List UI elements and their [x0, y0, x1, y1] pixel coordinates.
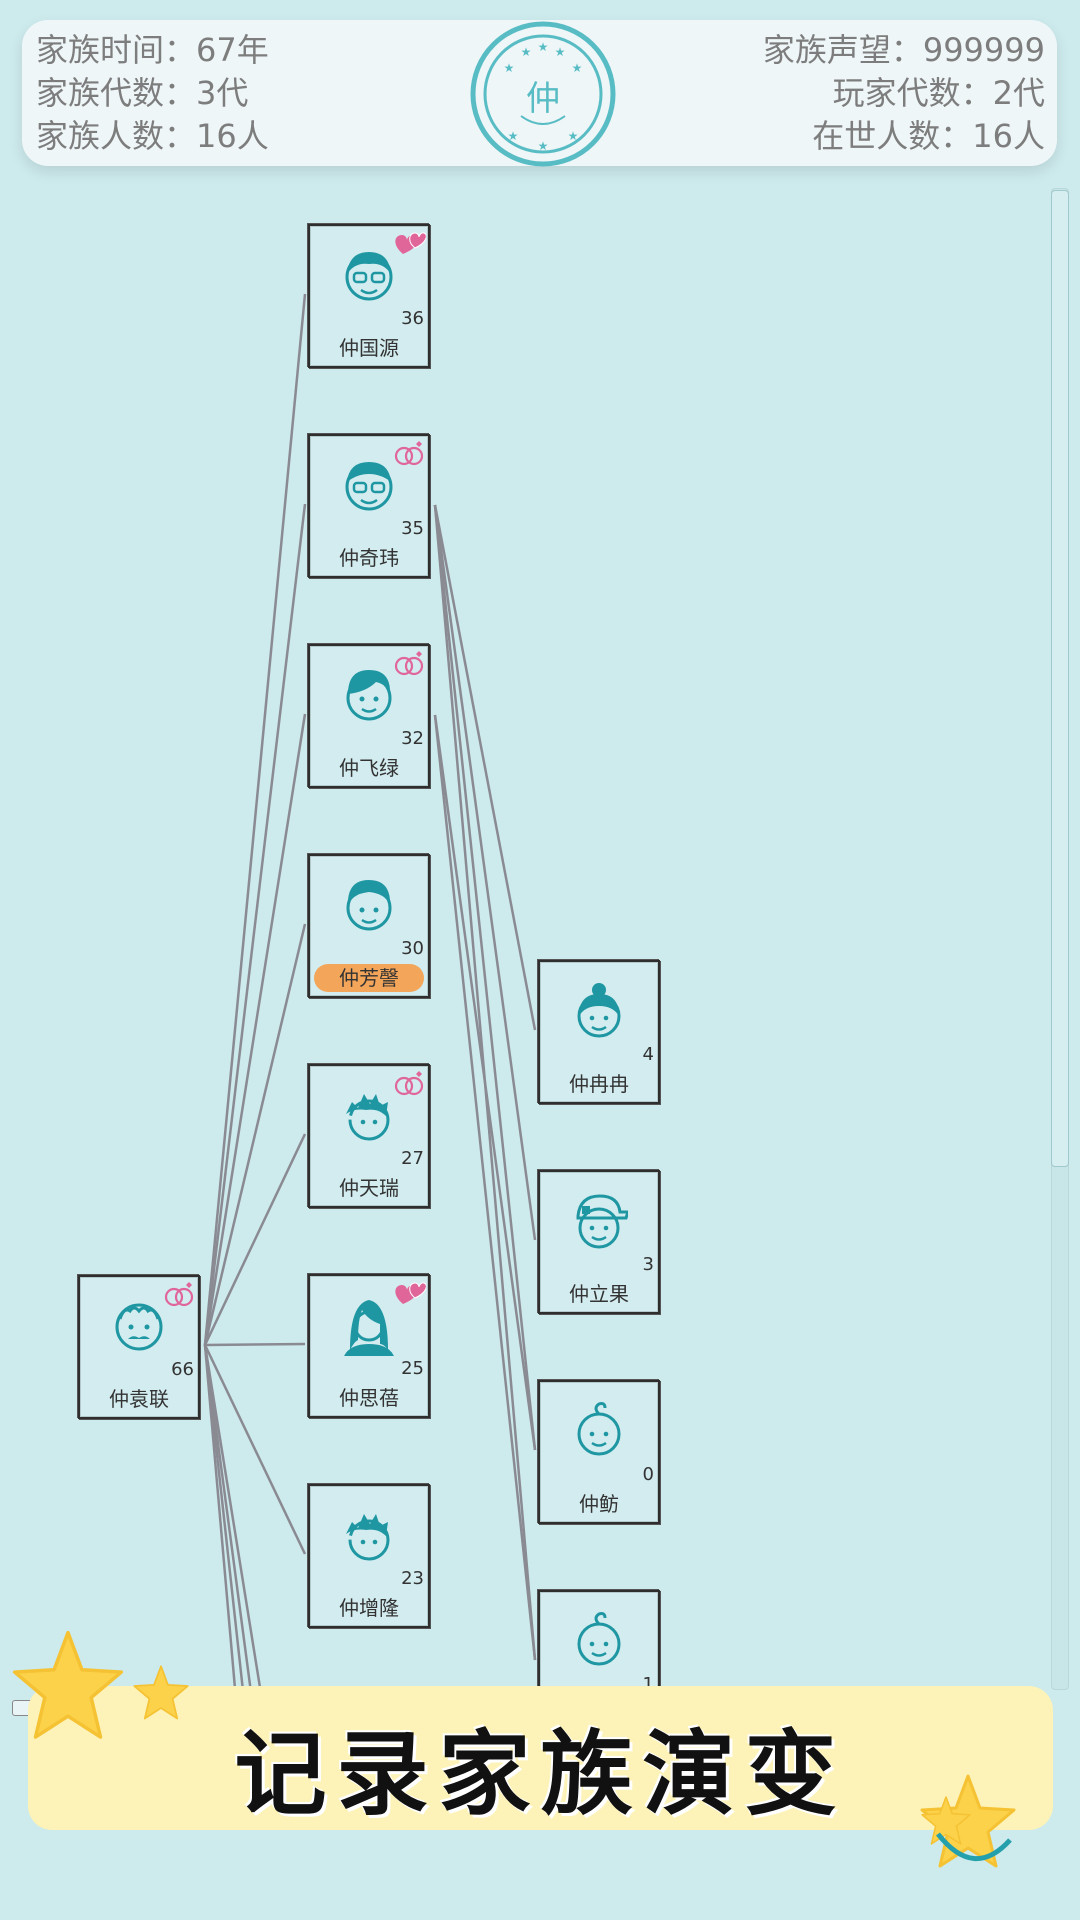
player-generation: 玩家代数：2代: [832, 74, 1045, 112]
parent-child-line: [203, 293, 307, 1346]
member-age: 3: [642, 1254, 654, 1275]
marriage-rings-icon: [394, 441, 424, 466]
family-stats-panel: 家族时间：67年 家族代数：3代 家族人数：16人 家族声望：999999 玩家…: [22, 20, 1057, 168]
parent-child-line: [203, 503, 307, 1346]
member-name: 仲思蓓: [339, 1386, 399, 1410]
family-time: 家族时间：67年: [36, 31, 269, 69]
star-icon: [920, 1774, 1016, 1868]
member-card-child[interactable]: 23 仲增隆: [308, 1484, 430, 1628]
banner-text: 记录家族演变: [234, 1720, 847, 1828]
parent-child-line: [433, 504, 537, 1031]
vertical-scrollbar-thumb[interactable]: [1051, 190, 1069, 1167]
marriage-rings-icon: [394, 651, 424, 676]
parent-child-line: [203, 1344, 307, 1555]
parent-child-line: [433, 714, 537, 1451]
member-age: 1: [642, 1674, 654, 1695]
member-name: 仲增隆: [339, 1596, 399, 1620]
parent-child-line: [433, 504, 537, 1241]
hearts-icon: [395, 1282, 426, 1304]
man-glasses-avatar-icon: [345, 252, 393, 301]
marriage-rings-icon: [164, 1282, 194, 1307]
member-age: 23: [401, 1568, 424, 1589]
member-card-child[interactable]: 30 仲芳謦: [308, 854, 430, 998]
member-age: 4: [642, 1044, 654, 1065]
youth-avatar-icon: [346, 1514, 390, 1561]
member-card-child[interactable]: 25 仲思蓓: [308, 1274, 430, 1418]
star-icon: [12, 1630, 124, 1739]
youth-avatar-icon: [346, 1094, 390, 1141]
living-count: 在世人数：16人: [812, 117, 1045, 155]
svg-text:★: ★: [568, 129, 579, 143]
member-name: 仲冉冉: [569, 1072, 629, 1096]
parent-child-line: [433, 504, 537, 1661]
family-generations: 家族代数：3代: [36, 74, 249, 112]
member-card-child[interactable]: 27 仲天瑞: [308, 1064, 430, 1208]
seal-char: 仲: [526, 79, 560, 119]
member-age: 66: [171, 1359, 194, 1380]
family-seal-icon[interactable]: ★ ★ ★ ★ ★ ★ ★ ★ 仲: [469, 20, 617, 168]
parent-child-line: [203, 1344, 246, 1701]
marriage-rings-icon: [394, 1071, 424, 1096]
member-age: 0: [642, 1464, 654, 1485]
woman-avatar-icon: [346, 880, 392, 931]
star-icon: [133, 1665, 189, 1720]
girl-avatar-icon: [577, 983, 621, 1038]
member-card-child[interactable]: 32 仲飞绿: [308, 644, 430, 788]
member-card-child[interactable]: 35 仲奇玮: [308, 434, 430, 578]
hearts-icon: [395, 232, 426, 254]
svg-text:★: ★: [508, 129, 519, 143]
member-name: 仲飞绿: [339, 756, 399, 780]
svg-text:★: ★: [572, 61, 583, 75]
man-avatar-icon: [346, 670, 392, 721]
parent-child-line: [203, 1133, 307, 1346]
parent-child-line: [203, 1344, 264, 1701]
baby-avatar-icon: [577, 1402, 621, 1456]
member-card-grandchild[interactable]: 0 仲鲂: [538, 1380, 660, 1524]
family-reputation: 家族声望：999999: [762, 31, 1045, 69]
member-name: 仲天瑞: [339, 1176, 399, 1200]
smile-arc-icon: [936, 1832, 1012, 1861]
elder-avatar-icon: [115, 1303, 163, 1351]
svg-text:★: ★: [521, 45, 532, 59]
baby-avatar-icon: [577, 1612, 621, 1666]
man-glasses-avatar-icon: [345, 462, 393, 511]
member-name: 仲鲂: [579, 1492, 619, 1516]
member-card-grandchild[interactable]: 4 仲冉冉: [538, 960, 660, 1104]
star-icon: [921, 1796, 971, 1845]
member-name: 仲奇玮: [339, 546, 399, 570]
parent-child-line: [433, 504, 537, 1451]
member-age: 36: [401, 308, 424, 329]
longhair-woman-avatar-icon: [344, 1300, 394, 1356]
member-age: 27: [401, 1148, 424, 1169]
svg-text:★: ★: [538, 139, 549, 153]
member-card-child[interactable]: 36 仲国源: [308, 224, 430, 368]
member-card-grandchild[interactable]: 3 仲立果: [538, 1170, 660, 1314]
member-name: 仲立果: [569, 1282, 629, 1306]
member-age: 25: [401, 1358, 424, 1379]
member-age: 30: [401, 938, 424, 959]
svg-text:★: ★: [555, 45, 566, 59]
member-card-root[interactable]: 66 仲袁联: [78, 1275, 200, 1419]
boy-cap-avatar-icon: [576, 1194, 628, 1249]
parent-child-line: [203, 923, 307, 1346]
promo-banner: 记录家族演变: [28, 1686, 1053, 1830]
member-name: 仲袁联: [109, 1387, 169, 1411]
svg-text:★: ★: [504, 61, 515, 75]
svg-text:★: ★: [538, 40, 549, 54]
member-age: 35: [401, 518, 424, 539]
member-name-selected: 仲芳謦: [314, 964, 424, 992]
parent-child-line: [203, 713, 307, 1346]
member-name: 仲国源: [339, 336, 399, 360]
family-members: 家族人数：16人: [36, 117, 269, 155]
parent-child-line: [433, 714, 537, 1661]
member-age: 32: [401, 728, 424, 749]
parent-child-line: [203, 1344, 238, 1701]
parent-child-line: [203, 1344, 254, 1701]
parent-child-line: [204, 1342, 306, 1347]
